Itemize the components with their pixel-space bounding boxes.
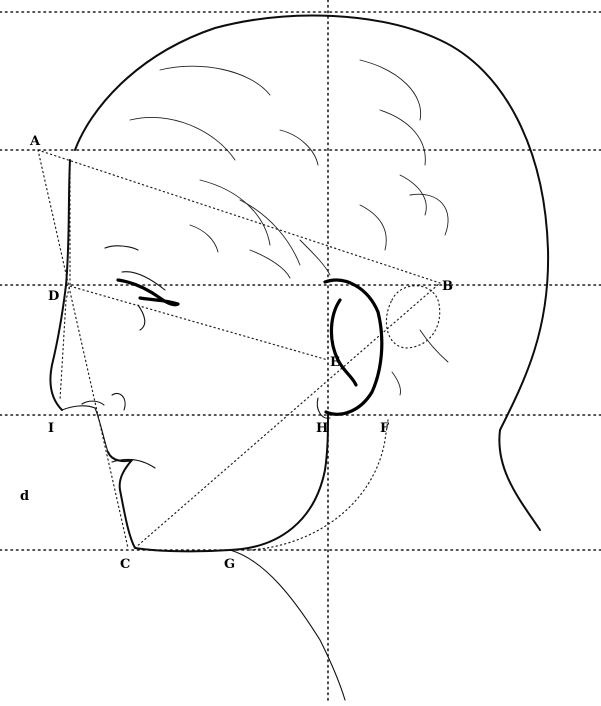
eye xyxy=(118,280,178,305)
hair-stroke-5 xyxy=(300,240,330,275)
stray-mark: d xyxy=(20,489,29,504)
label-a: A xyxy=(29,134,41,149)
hair-stroke-4 xyxy=(240,200,300,265)
hair-stroke-13 xyxy=(250,250,290,278)
hair-stroke-2 xyxy=(130,117,235,160)
eyebrow xyxy=(105,246,138,250)
hair-stroke-7 xyxy=(380,110,425,165)
ear-circle-dotted xyxy=(386,286,439,348)
label-e: E xyxy=(330,355,340,370)
hair-stroke-15 xyxy=(392,372,401,395)
arc-g-f xyxy=(250,420,388,550)
label-i: I xyxy=(48,421,54,436)
hair-stroke-11 xyxy=(280,130,318,165)
line-a-c xyxy=(38,150,128,548)
hair-stroke-14 xyxy=(420,330,448,362)
label-b: B xyxy=(442,279,453,294)
hair-stroke-1 xyxy=(160,66,270,95)
nasal-fold xyxy=(112,393,125,410)
label-c: C xyxy=(120,557,130,572)
nose-underside xyxy=(62,406,108,452)
mouth-line xyxy=(112,460,155,468)
label-h: H xyxy=(316,421,328,436)
label-f: F xyxy=(380,421,390,436)
hair-stroke-10 xyxy=(360,205,386,250)
line-d-e xyxy=(66,285,328,360)
line-a-b xyxy=(38,150,440,283)
label-d: D xyxy=(48,289,59,304)
skull-contour xyxy=(75,16,548,531)
jaw-line xyxy=(230,415,328,550)
hair-stroke-12 xyxy=(190,225,218,252)
lips-and-chin xyxy=(108,452,230,551)
label-g: G xyxy=(224,557,235,572)
line-c-b xyxy=(135,283,440,548)
hair-stroke-6 xyxy=(360,60,421,120)
cheek-line xyxy=(138,305,145,330)
ear-inner xyxy=(331,300,356,385)
nostril xyxy=(82,401,104,405)
hair-stroke-9 xyxy=(410,194,448,235)
